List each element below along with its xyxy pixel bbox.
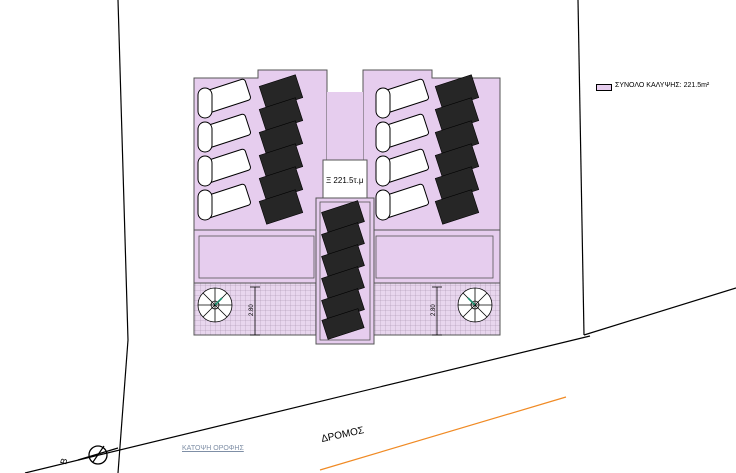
center-solar-panels bbox=[321, 200, 365, 340]
plot-boundary bbox=[24, 0, 736, 473]
left-solar-panels bbox=[258, 74, 304, 225]
north-arrow-icon bbox=[77, 445, 119, 465]
dimension-lines bbox=[250, 286, 442, 336]
legend-label: ΣΥΝΟΛΟ ΚΑΛΥΨΗΣ: 221.5m² bbox=[615, 82, 710, 89]
right-solar-panels bbox=[434, 74, 480, 225]
right-solar-heaters bbox=[375, 78, 429, 221]
right-spiral-stair bbox=[457, 287, 493, 323]
road-label: ΔΡΟΜΟΣ bbox=[320, 425, 365, 445]
dimension-right-label: 2.80 bbox=[431, 304, 437, 316]
left-spiral-stair bbox=[197, 287, 233, 323]
area-label: Ξ 221.5τ.μ bbox=[326, 176, 364, 185]
north-letter: B bbox=[58, 457, 69, 465]
dimension-left-label: 2.80 bbox=[249, 304, 255, 316]
legend-swatch bbox=[596, 84, 612, 91]
left-solar-heaters bbox=[197, 78, 251, 221]
drawing-caption: ΚΑΤΟΨΗ ΟΡΟΦΗΣ bbox=[182, 445, 244, 452]
road-centerline bbox=[319, 396, 567, 471]
